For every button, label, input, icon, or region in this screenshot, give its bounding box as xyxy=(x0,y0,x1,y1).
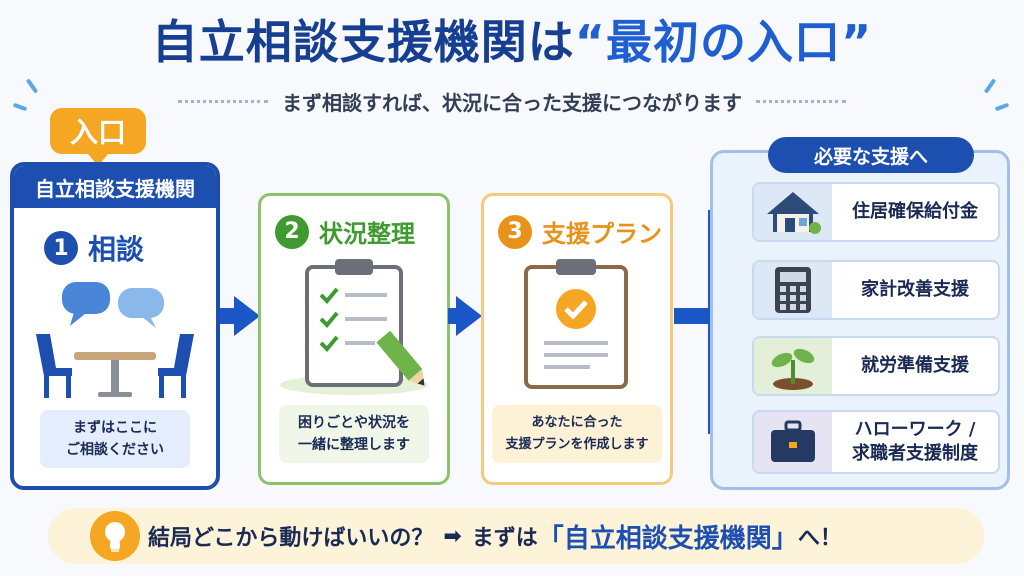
support-item-label-line2: 求職者支援制度 xyxy=(852,443,978,464)
banner-question: 結局どこから動けばいいの？ xyxy=(148,526,434,551)
banner-arrow: ➡ xyxy=(443,523,462,549)
title-quote: “最初の入口” xyxy=(574,15,873,69)
support-item-label-line1: ハローワーク / xyxy=(854,419,976,440)
support-item-household: 家計改善支援 xyxy=(752,260,1000,320)
sprout-icon xyxy=(771,348,815,390)
step2-label: 状況整理 xyxy=(319,220,415,248)
step3-note-line1: あなたに合った xyxy=(531,415,623,430)
step1-note-line2: ご相談ください xyxy=(66,442,164,458)
checklist-clipboard-icon xyxy=(280,259,428,395)
support-item-label: 家計改善支援 xyxy=(861,279,969,300)
support-item-label: 就労準備支援 xyxy=(861,355,969,376)
step1-number-badge: 1 xyxy=(44,231,78,265)
consultation-table-icon xyxy=(36,282,194,398)
step2-note-line1: 困りごとや状況を xyxy=(298,415,410,431)
step2-card: 2 状況整理 困りごとや状況を 一緒に整理します xyxy=(258,193,450,485)
page-title: 自立相談支援機関は“最初の入口” xyxy=(0,6,1024,72)
support-item-housing: 住居確保給付金 xyxy=(752,182,1000,242)
step1-note-line1: まずはここに xyxy=(73,420,157,436)
briefcase-icon xyxy=(771,420,815,462)
support-icon-box xyxy=(754,184,832,240)
calculator-icon xyxy=(775,267,811,313)
support-item-employment-prep: 就労準備支援 xyxy=(752,336,1000,396)
support-icon-box xyxy=(754,412,832,472)
step1-card: 自立相談支援機関 1 相談 まずはここに ご相談ください xyxy=(10,162,220,490)
step3-label: 支援プラン xyxy=(542,220,662,248)
subtitle: まず相談すれば、状況に合った支援につながります xyxy=(282,90,742,115)
summary-banner: 結局どこから動けばいいの？ ➡ まずは 「自立相談支援機関」 へ！ xyxy=(48,508,984,564)
flow-arrow-1 xyxy=(220,296,260,336)
lightbulb-icon xyxy=(90,511,140,561)
step3-heading: 3 支援プラン xyxy=(498,214,670,249)
banner-answer-prefix: まずは xyxy=(471,526,538,551)
step1-header: 自立相談支援機関 xyxy=(14,166,216,208)
step1-label: 相談 xyxy=(88,233,145,266)
step1-heading: 1 相談 xyxy=(44,228,216,268)
banner-answer-highlight: 「自立相談支援機関」 xyxy=(537,523,798,554)
subtitle-row: まず相談すれば、状況に合った支援につながります xyxy=(0,88,1024,115)
flow-arrow-2 xyxy=(448,296,482,336)
step3-note: あなたに合った 支援プランを作成します xyxy=(492,405,662,463)
step3-card: 3 支援プラン あなたに合った 支援プランを作成します xyxy=(481,193,673,485)
flow-arrow-3 xyxy=(674,308,710,324)
step2-number-badge: 2 xyxy=(275,214,309,249)
step2-heading: 2 状況整理 xyxy=(275,214,447,249)
step2-note-line2: 一緒に整理します xyxy=(298,437,410,453)
step3-note-line2: 支援プランを作成します xyxy=(505,437,649,452)
support-panel-header: 必要な支援へ xyxy=(768,137,974,173)
step1-note: まずはここに ご相談ください xyxy=(40,410,190,468)
support-icon-box xyxy=(754,338,832,394)
support-item-label: 住居確保給付金 xyxy=(852,201,978,222)
house-icon xyxy=(767,192,821,234)
approved-clipboard-icon xyxy=(524,259,628,389)
banner-answer-suffix: へ！ xyxy=(797,526,842,551)
title-main: 自立相談支援機関は xyxy=(151,15,575,69)
step2-note: 困りごとや状況を 一緒に整理します xyxy=(279,405,429,463)
dotted-divider-right xyxy=(756,99,846,103)
dotted-divider-left xyxy=(178,99,268,103)
step3-number-badge: 3 xyxy=(498,214,532,249)
support-icon-box xyxy=(754,262,832,318)
support-item-hellowork: ハローワーク / 求職者支援制度 xyxy=(752,410,1000,474)
entry-tag: 入口 xyxy=(50,108,146,166)
support-item-label: ハローワーク / 求職者支援制度 xyxy=(832,418,998,466)
